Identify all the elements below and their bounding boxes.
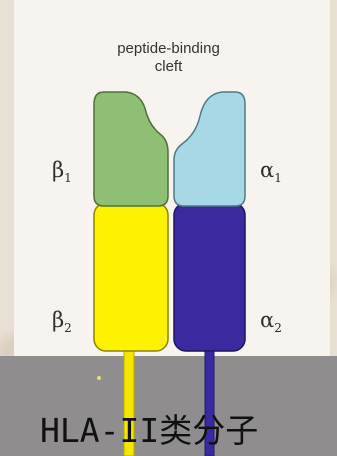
beta2-label: β2 [52, 308, 72, 335]
beta2-domain [94, 203, 168, 351]
alpha1-label: α1 [260, 158, 282, 185]
beta1-label: β1 [52, 158, 72, 185]
cleft-label-line1: peptide-binding [0, 40, 337, 57]
figure-title: HLA-II类分子 [40, 404, 258, 452]
cleft-label-line2: cleft [0, 58, 337, 75]
alpha1-domain [174, 92, 245, 206]
alpha2-label: α2 [260, 308, 282, 335]
alpha2-domain [174, 203, 245, 351]
membrane-dot [97, 376, 101, 380]
beta1-domain [94, 92, 168, 206]
